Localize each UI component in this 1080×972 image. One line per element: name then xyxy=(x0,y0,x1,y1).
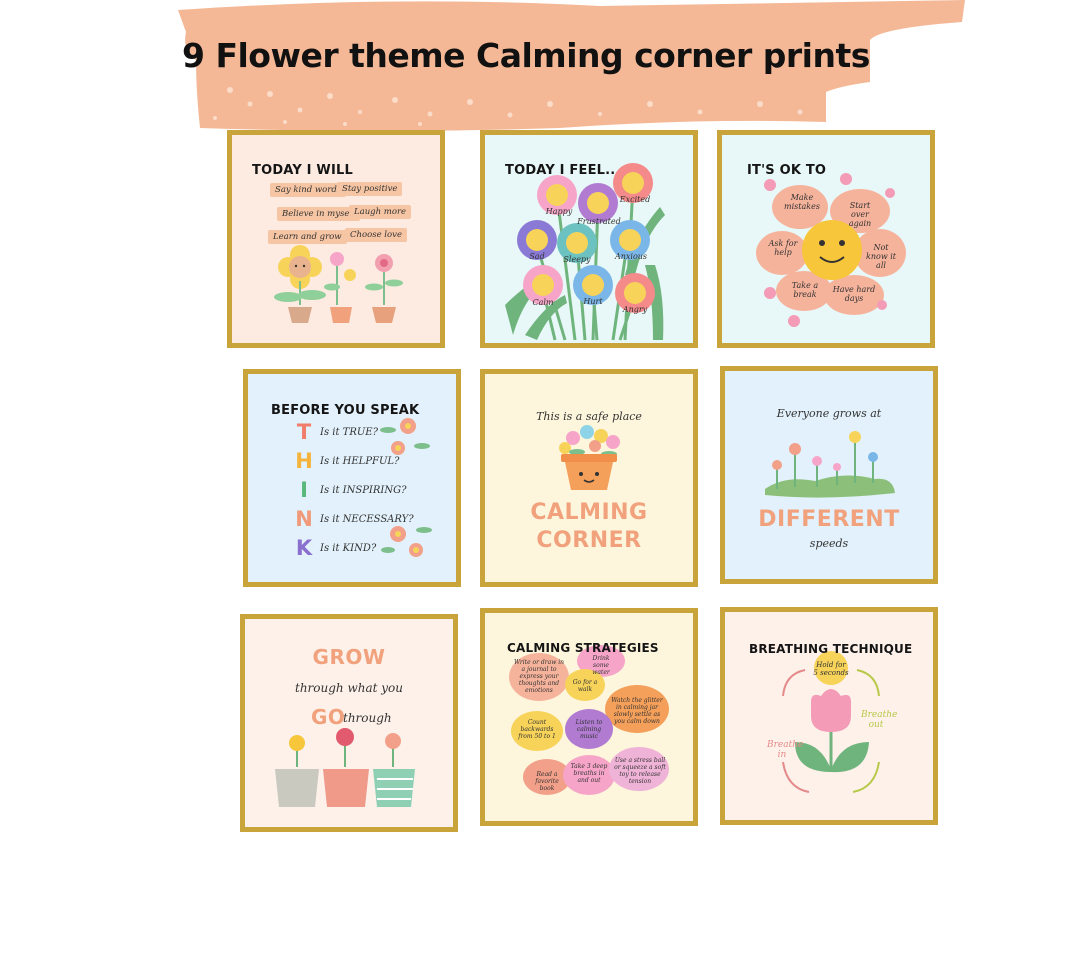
feeling-label: Excited xyxy=(619,195,651,204)
card-before-you-speak: BEFORE YOU SPEAK T Is it TRUE? H Is it H… xyxy=(243,369,461,587)
strategy-item: Watch the glitter in calming jar slowly … xyxy=(611,697,663,725)
think-letter: I xyxy=(300,478,308,502)
grow-go: GO xyxy=(311,705,346,729)
feeling-label: Hurt xyxy=(583,297,603,306)
strategy-item: Go for a walk xyxy=(572,679,598,693)
feeling-label: Angry xyxy=(622,305,648,314)
feeling-label: Anxious xyxy=(614,252,648,261)
grow-title: GROW xyxy=(312,645,386,669)
card-its-ok-to: IT'S OK TO Make mistakes Start over agai… xyxy=(717,130,935,348)
think-question: Is it NECESSARY? xyxy=(320,514,414,525)
strategy-item: Write or draw in a journal to express yo… xyxy=(513,659,565,694)
think-letter: H xyxy=(295,449,313,473)
chip: Believe in myself xyxy=(277,207,361,221)
strategy-item: Count backwards from 50 to 1 xyxy=(518,719,556,740)
petal-label: Have hard days xyxy=(832,285,876,303)
think-letter: T xyxy=(296,420,312,444)
petal-label: Start over again xyxy=(848,201,872,228)
calming-corner-subtitle: This is a safe place xyxy=(536,410,642,423)
breathing-hold-label: Hold for 5 seconds xyxy=(813,661,849,677)
strategy-blobs-illustration xyxy=(509,645,669,795)
card-calming-corner: This is a safe place CALMING CORNER xyxy=(480,369,698,587)
strategy-item: Drink some water xyxy=(592,655,610,676)
different-speeds-title: DIFFERENT xyxy=(758,507,900,532)
petal-label: Not know it all xyxy=(866,243,896,270)
petal-label: Make mistakes xyxy=(784,193,820,211)
strategy-item: Use a stress ball or squeeze a soft toy … xyxy=(614,757,666,785)
think-letter: N xyxy=(295,507,313,531)
strategy-item: Take 3 deep breaths in and out xyxy=(570,763,608,784)
think-question: Is it INSPIRING? xyxy=(320,485,407,496)
petal-label: Ask for help xyxy=(768,239,798,257)
ok-flower-illustration xyxy=(756,173,906,327)
card-today-i-will: TODAY I WILL Say kind words Stay positiv… xyxy=(227,130,445,348)
card-title: CALMING STRATEGIES xyxy=(507,641,659,655)
chip: Stay positive xyxy=(337,182,403,196)
feeling-label: Sad xyxy=(529,252,545,261)
feeling-label: Calm xyxy=(532,298,554,307)
card-title: BREATHING TECHNIQUE xyxy=(749,642,913,656)
card-grow: GROW through what you GO through xyxy=(240,614,458,832)
feeling-label: Frustrated xyxy=(577,217,621,226)
strategy-item: Read a favorite book xyxy=(535,771,559,792)
breathing-tulip-illustration xyxy=(782,651,880,793)
think-question: Is it TRUE? xyxy=(320,427,378,438)
calming-corner-title-1: CALMING xyxy=(530,500,648,525)
banner-brush-stroke xyxy=(178,0,965,131)
grow-line2: through what you xyxy=(295,681,403,695)
card-today-i-feel: TODAY I FEEL.. Happy Excited Frustrated … xyxy=(480,130,698,348)
chip: Laugh more xyxy=(349,205,412,219)
think-question: Is it HELPFUL? xyxy=(320,456,400,467)
feelings-flowers-illustration xyxy=(505,163,665,341)
think-letter: K xyxy=(295,536,313,560)
think-flowers-illustration xyxy=(380,418,432,557)
feeling-label: Happy xyxy=(545,207,573,216)
card-calming-strategies: CALMING STRATEGIES Write or draw in a jo… xyxy=(480,608,698,826)
flower-mugs-illustration xyxy=(275,728,415,807)
breathing-out-label: Breathe out xyxy=(861,710,898,730)
growing-flowers-illustration xyxy=(765,431,895,498)
think-question: Is it KIND? xyxy=(320,543,377,554)
card-title: TODAY I WILL xyxy=(252,163,353,178)
card-different-speeds: Everyone grows at DIFFERENT speeds xyxy=(720,366,938,584)
different-speeds-line1: Everyone grows at xyxy=(776,407,882,420)
card-title: BEFORE YOU SPEAK xyxy=(271,403,420,418)
chip: Choose love xyxy=(345,228,407,242)
chip: Say kind words xyxy=(270,183,347,197)
flower-pot-illustration xyxy=(559,425,620,490)
different-speeds-line3: speeds xyxy=(809,537,849,550)
page-title: 9 Flower theme Calming corner prints xyxy=(182,36,870,75)
feeling-label: Sleepy xyxy=(563,255,591,264)
calming-corner-title-2: CORNER xyxy=(536,528,642,553)
chip: Learn and grow xyxy=(268,230,347,244)
breathing-in-label: Breathe in xyxy=(767,740,804,760)
strategy-item: Listen to calming music xyxy=(575,719,603,740)
grow-line3: through xyxy=(343,711,392,725)
card-title: TODAY I FEEL.. xyxy=(505,163,616,178)
flowers-in-pots-illustration xyxy=(274,245,403,323)
card-title: IT'S OK TO xyxy=(747,163,827,178)
petal-label: Take a break xyxy=(791,281,819,299)
card-breathing-technique: BREATHING TECHNIQUE Hold for 5 seconds B… xyxy=(720,607,938,825)
